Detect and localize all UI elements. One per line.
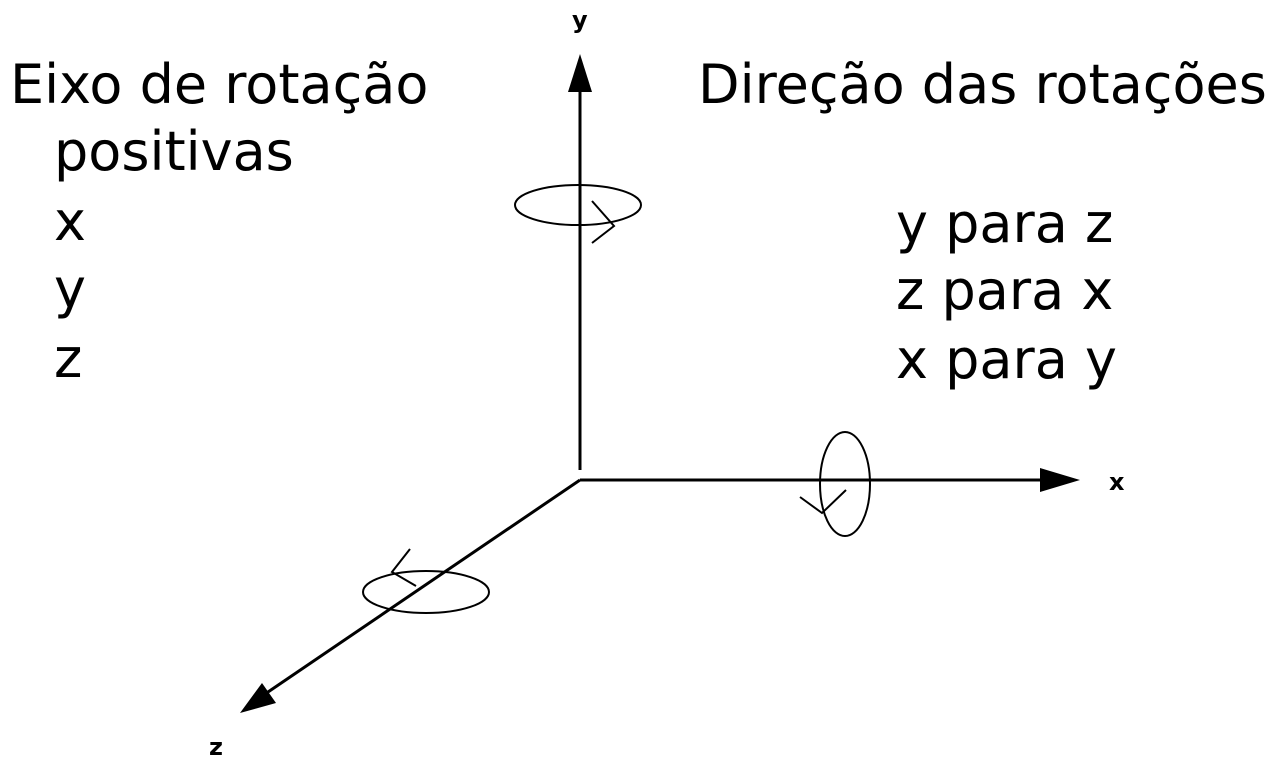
z-axis-label: z — [209, 733, 223, 761]
left-item-x: x — [54, 190, 86, 253]
left-item-y: y — [54, 257, 86, 320]
y-rotation-ellipse — [514, 184, 642, 226]
z-rotation-arrow-icon — [390, 548, 417, 587]
right-heading: Direção das rotações — [698, 53, 1267, 116]
left-heading-line1: Eixo de rotação — [10, 53, 429, 116]
right-item-y-to-z: y para z — [896, 192, 1114, 255]
left-item-z: z — [54, 327, 83, 390]
z-axis-line — [267, 478, 581, 694]
x-axis-label: x — [1109, 468, 1125, 496]
y-axis-label: y — [572, 6, 588, 34]
x-rotation-ellipse — [819, 431, 871, 537]
x-rotation-arrow-icon — [799, 489, 847, 515]
y-axis-arrowhead — [568, 54, 592, 92]
z-axis-arrowhead — [240, 683, 276, 713]
z-rotation-ellipse — [362, 570, 490, 614]
right-item-z-to-x: z para x — [896, 259, 1114, 322]
y-rotation-arrow-icon — [591, 200, 616, 244]
right-item-x-to-y: x para y — [896, 328, 1117, 391]
x-axis-arrowhead — [1040, 468, 1080, 492]
left-heading-line2: positivas — [54, 120, 294, 183]
